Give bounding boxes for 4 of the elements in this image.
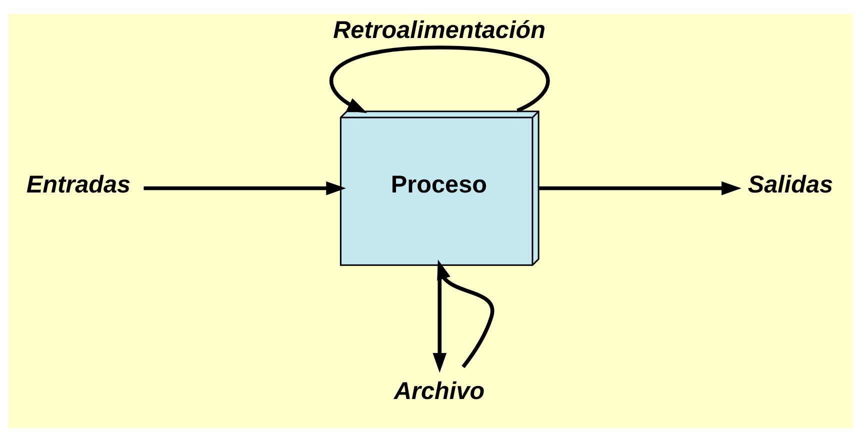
node-text: Archivo (394, 378, 485, 405)
node-text: Entradas (26, 172, 131, 199)
edge-label: Retroalimentación (333, 17, 546, 44)
node-text: Salidas (748, 172, 834, 199)
